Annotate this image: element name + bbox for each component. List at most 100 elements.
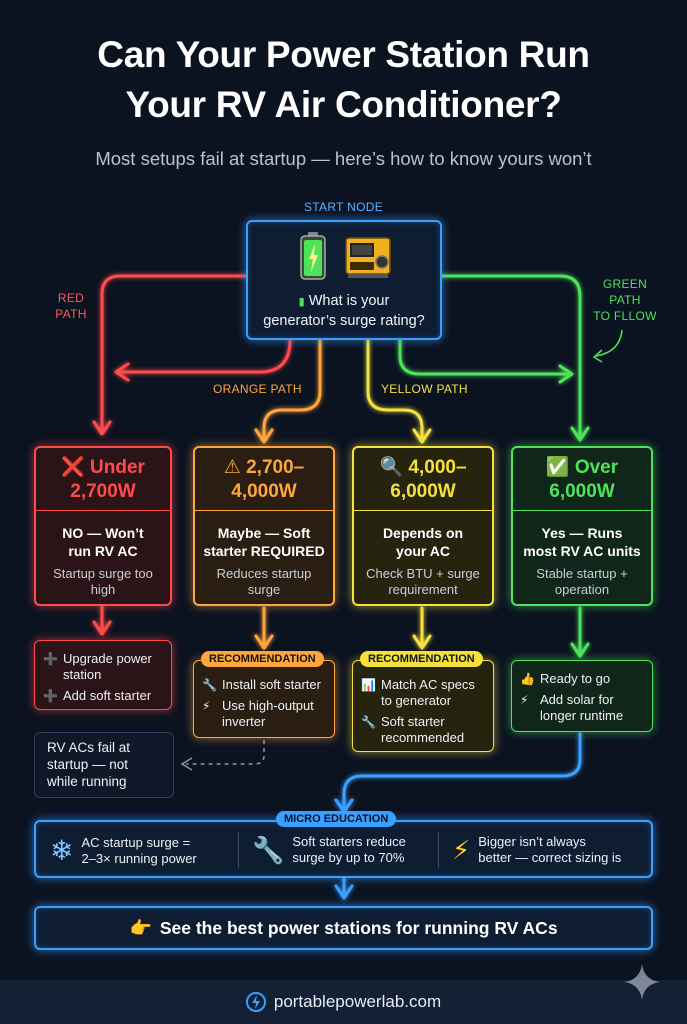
rec-item: 👍 Ready to go (520, 671, 644, 687)
red-path-label-l2: PATH (55, 307, 87, 321)
branch-red-range-l1: Under (90, 457, 145, 478)
generator-icon (345, 237, 391, 278)
branch-yellow-divider (354, 510, 492, 511)
rec-line: Match AC specs (381, 677, 475, 692)
side-note: RV ACs fail at startup — not while runni… (34, 732, 174, 798)
plus-icon: ➕ (43, 652, 58, 666)
side-note-l1: RV ACs fail at (47, 740, 131, 755)
branch-orange: ⚠ 2,700– 4,000W Maybe — Soft starter REQ… (193, 446, 335, 606)
edu-1-l2: 2–3× running power (81, 850, 197, 866)
lightning-icon: ⚡ (520, 693, 529, 707)
branch-red-note: Startup surge too high (36, 566, 170, 598)
battery-icon (300, 232, 326, 280)
rec-line: Add solar for (540, 692, 614, 707)
lightning-icon: ⚡ (202, 699, 211, 713)
rec-line: Soft starter (381, 714, 445, 729)
cta-button[interactable]: 👉 See the best power stations for runnin… (34, 906, 653, 950)
branch-green-answer: Yes — Runs most RV AC units (513, 524, 651, 560)
wrench-icon: 🔧 (202, 678, 217, 692)
rec-line: inverter (222, 714, 266, 729)
start-question: ▮ What is your generator’s surge rating? (248, 292, 440, 331)
branch-orange-range-l1: 2,700– (246, 457, 305, 478)
branch-orange-note: Reduces startup surge (195, 566, 333, 598)
branch-red-range: ❌ Under 2,700W (36, 456, 170, 504)
branch-yellow-answer-l2: your AC (396, 543, 450, 559)
red-short-path-line (118, 338, 292, 374)
cta-label: See the best power stations for running … (159, 917, 558, 938)
start-node-tag: START NODE (303, 200, 383, 214)
branch-red-range-l2: 2,700W (70, 481, 136, 502)
branch-yellow-note-l2: requirement (388, 582, 458, 597)
plus-icon: ➕ (43, 689, 58, 703)
wrench-icon: 🔧 (361, 715, 376, 729)
green-path-label-l1: GREEN (602, 277, 648, 291)
footer-bar: portablepowerlab.com (0, 964, 687, 1024)
branch-red-note-l2: high (90, 582, 116, 597)
branch-yellow: 🔍 4,000– 6,000W Depends on your AC Check… (352, 446, 494, 606)
branch-green-range-l1: Over (574, 457, 619, 478)
recommendation-orange: RECOMMENDATION 🔧 Install soft starter ⚡ … (193, 651, 335, 738)
branch-yellow-range-l1: 4,000– (408, 457, 467, 478)
cross-mark-icon: ❌ (61, 457, 85, 478)
branch-red-note-l1: Startup surge too (53, 566, 153, 581)
title-line-1: Can Your Power Station Run (97, 34, 590, 75)
title-line-2: Your RV Air Conditioner? (125, 84, 562, 125)
micro-education-label: MICRO EDUCATION (276, 811, 397, 827)
side-note-l3: while running (47, 774, 127, 789)
edu-3-l1: Bigger isn’t always (478, 834, 586, 849)
branch-green-divider (513, 510, 651, 511)
rec-line: recommended (381, 730, 465, 745)
red-path-label-l1: RED (57, 291, 85, 305)
micro-education-panel: MICRO EDUCATION ❄ AC startup surge =2–3×… (34, 811, 653, 878)
power-logo-icon (245, 992, 266, 1012)
warning-icon: ⚠ (223, 457, 241, 478)
branch-green-answer-l2: most RV AC units (523, 543, 641, 559)
branch-red-answer-l1: NO — Won’t (62, 525, 144, 541)
branch-red: ❌ Under 2,700W NO — Won’t run RV AC Star… (34, 446, 172, 606)
red-path-line (100, 274, 250, 432)
branch-orange-answer: Maybe — Soft starter REQUIRED (195, 524, 333, 560)
recommendation-label: RECOMMENDATION (201, 651, 324, 667)
branch-green-range-l2: 6,000W (549, 481, 615, 502)
branch-yellow-range-l2: 6,000W (390, 481, 456, 502)
yellow-path-line (366, 338, 424, 440)
footer-link[interactable]: portablepowerlab.com (273, 992, 442, 1011)
branch-yellow-answer: Depends on your AC (354, 524, 492, 560)
edu-1-l1: AC startup surge = (81, 834, 191, 850)
check-mark-icon: ✅ (545, 457, 570, 478)
recommendation-label: RECOMMENDATION (360, 651, 483, 667)
green-path-label: GREEN PATH TO FLLOW (590, 276, 660, 324)
snowflake-icon: ❄ (50, 835, 74, 866)
green-path-line (398, 338, 570, 376)
rec-line: station (63, 667, 102, 682)
edu-3-l2: better — correct sizing is (478, 850, 622, 865)
battery-small-icon: ▮ (298, 296, 305, 308)
edu-item-1: ❄ AC startup surge =2–3× running power (50, 834, 197, 867)
green-path-label-l3: TO FLLOW (593, 309, 657, 323)
branch-orange-note-l1: Reduces startup (216, 566, 312, 581)
branch-green-range: ✅ Over 6,000W (513, 456, 651, 504)
magnifier-icon: 🔍 (379, 457, 404, 478)
orange-path-line (262, 338, 322, 440)
rec-item: ➕ Add soft starter (43, 688, 163, 704)
branch-green: ✅ Over 6,000W Yes — Runs most RV AC unit… (511, 446, 653, 606)
branch-yellow-answer-l1: Depends on (382, 525, 464, 541)
branch-green-answer-l1: Yes — Runs (541, 525, 623, 541)
page-title: Can Your Power Station Run Your RV Air C… (0, 30, 687, 130)
branch-orange-range: ⚠ 2,700– 4,000W (195, 456, 333, 504)
rec-line: longer runtime (540, 708, 624, 723)
rec-line: to generator (381, 693, 452, 708)
edu-divider-1 (238, 832, 239, 868)
green-outer-path-line (438, 274, 582, 438)
yellow-path-label: YELLOW PATH (381, 382, 468, 396)
rec-line: Ready to go (540, 671, 611, 686)
rec-item: 🔧 Install soft starter (202, 677, 326, 693)
